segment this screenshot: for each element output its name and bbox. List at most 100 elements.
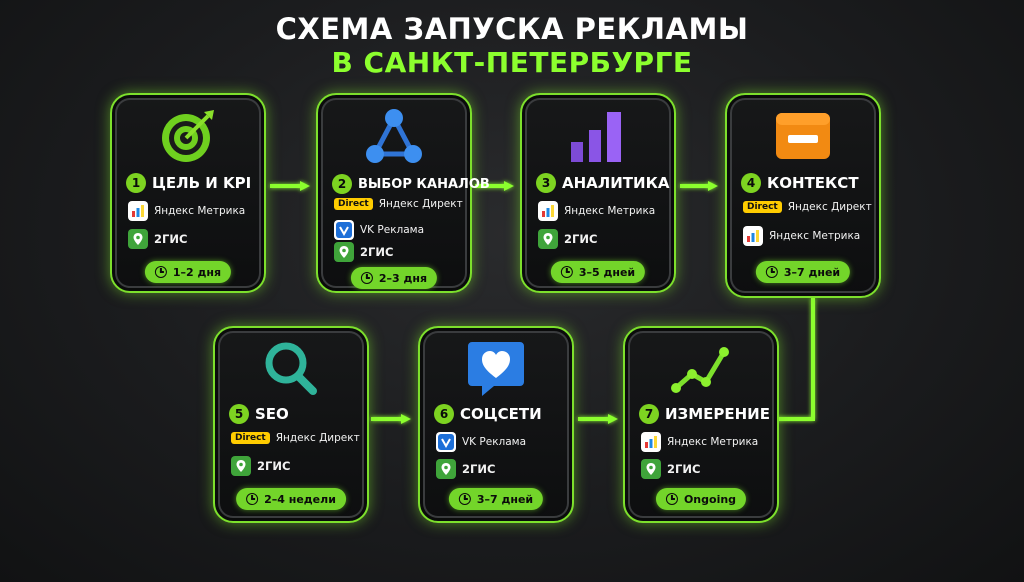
browser-window-icon [727, 105, 879, 167]
clock-icon [665, 493, 678, 505]
step-number: 3 [536, 173, 556, 193]
page-title: СХЕМА ЗАПУСКА РЕКЛАМЫ [275, 12, 749, 46]
duration-badge: 3–7 дней [755, 261, 851, 283]
yandex-direct-icon: Direct [334, 198, 373, 210]
tool-row: Direct Яндекс Директ [743, 201, 872, 213]
tool-label: Яндекс Директ [378, 198, 463, 210]
tool-row: Яндекс Метрика [538, 201, 655, 221]
trend-line-icon [625, 338, 777, 400]
yandex-metrika-icon [128, 201, 148, 221]
tool-label: Яндекс Директ [275, 432, 360, 444]
duration-badge: 1–2 дня [144, 261, 232, 283]
clock-icon [458, 493, 471, 505]
step-card-3: 3 АНАЛИТИКА Яндекс Метрика 2ГИС 3–5 дней [520, 93, 676, 293]
step-number: 5 [229, 404, 249, 424]
yandex-metrika-icon [743, 226, 763, 246]
step-title: СОЦСЕТИ [460, 405, 542, 423]
step-card-7: 7 ИЗМЕРЕНИЕ Яндекс Метрика 2ГИС Ongoing [623, 326, 779, 523]
tool-label: Яндекс Директ [787, 201, 872, 213]
tool-row: Direct Яндекс Директ [231, 432, 360, 444]
tool-row: 2ГИС [538, 229, 597, 249]
tool-row: 2ГИС [436, 459, 495, 479]
page-subtitle: В САНКТ-ПЕТЕРБУРГЕ [331, 46, 693, 79]
vk-ads-icon [334, 220, 354, 240]
heart-chat-icon [420, 338, 572, 400]
tool-row: 2ГИС [231, 456, 290, 476]
tool-row: VK Реклама [334, 220, 424, 240]
clock-icon [246, 493, 259, 505]
duration-badge: 3–5 дней [550, 261, 646, 283]
duration-badge: 2–3 дня [350, 267, 438, 289]
duration-label: 3–7 дней [476, 492, 534, 506]
tool-label: 2ГИС [360, 245, 394, 259]
duration-label: 3–5 дней [578, 265, 636, 279]
magnifier-icon [215, 338, 367, 400]
tool-label: 2ГИС [257, 459, 291, 473]
duration-badge: 2–4 недели [236, 488, 346, 510]
tool-label: VK Реклама [462, 436, 527, 448]
tool-label: Яндекс Метрика [564, 205, 656, 217]
tool-label: 2ГИС [462, 462, 496, 476]
step-number: 4 [741, 173, 761, 193]
step-number: 2 [332, 174, 352, 194]
tool-label: Яндекс Метрика [154, 205, 246, 217]
duration-label: 2–4 недели [264, 492, 336, 506]
step-heading: 1 ЦЕЛЬ И KPI [126, 173, 251, 193]
tool-label: 2ГИС [154, 232, 188, 246]
step-title: SEO [255, 405, 289, 423]
clock-icon [154, 266, 167, 278]
2gis-icon [436, 459, 456, 479]
tool-label: Яндекс Метрика [769, 230, 861, 242]
tool-row: Яндекс Метрика [128, 201, 245, 221]
network-icon [318, 105, 470, 167]
2gis-icon [128, 229, 148, 249]
2gis-icon [641, 459, 661, 479]
step-title: ИЗМЕРЕНИЕ [665, 405, 770, 423]
arrow-4-7 [775, 298, 815, 421]
step-number: 7 [639, 404, 659, 424]
step-card-6: 6 СОЦСЕТИ VK Реклама 2ГИС 3–7 дней [418, 326, 574, 523]
duration-label: 3–7 дней [783, 265, 841, 279]
tool-label: VK Реклама [360, 224, 425, 236]
step-title: ЦЕЛЬ И KPI [152, 174, 252, 192]
yandex-metrika-icon [538, 201, 558, 221]
yandex-metrika-icon [641, 432, 661, 452]
2gis-icon [334, 242, 354, 262]
tool-label: 2ГИС [667, 462, 701, 476]
step-title: АНАЛИТИКА [562, 174, 670, 192]
bar-chart-icon [522, 105, 674, 167]
tool-row: 2ГИС [334, 242, 393, 262]
tool-row: Яндекс Метрика [743, 226, 860, 246]
tool-label: Яндекс Метрика [667, 436, 759, 448]
tool-row: VK Реклама [436, 432, 526, 452]
step-heading: 5 SEO [229, 404, 289, 424]
step-card-5: 5 SEO Direct Яндекс Директ 2ГИС 2–4 неде… [213, 326, 369, 523]
2gis-icon [231, 456, 251, 476]
target-icon [112, 105, 264, 167]
2gis-icon [538, 229, 558, 249]
clock-icon [560, 266, 573, 278]
step-heading: 2 ВЫБОР КАНАЛОВ [332, 174, 490, 194]
duration-badge: 3–7 дней [448, 488, 544, 510]
duration-badge: Ongoing [655, 488, 747, 510]
step-title: ВЫБОР КАНАЛОВ [358, 176, 490, 192]
duration-label: 1–2 дня [172, 265, 222, 279]
tool-row: Яндекс Метрика [641, 432, 758, 452]
step-heading: 6 СОЦСЕТИ [434, 404, 542, 424]
tool-row: 2ГИС [128, 229, 187, 249]
vk-ads-icon [436, 432, 456, 452]
step-title: КОНТЕКСТ [767, 174, 859, 192]
tool-row: 2ГИС [641, 459, 700, 479]
step-heading: 3 АНАЛИТИКА [536, 173, 669, 193]
step-card-1: 1 ЦЕЛЬ И KPI Яндекс Метрика 2ГИС 1–2 дня [110, 93, 266, 293]
yandex-direct-icon: Direct [743, 201, 782, 213]
yandex-direct-icon: Direct [231, 432, 270, 444]
step-card-4: 4 КОНТЕКСТ Direct Яндекс Директ Яндекс М… [725, 93, 881, 298]
step-number: 6 [434, 404, 454, 424]
step-heading: 7 ИЗМЕРЕНИЕ [639, 404, 770, 424]
clock-icon [765, 266, 778, 278]
step-card-2: 2 ВЫБОР КАНАЛОВ Direct Яндекс Директ VK … [316, 93, 490, 293]
step-number: 1 [126, 173, 146, 193]
duration-label: 2–3 дня [378, 271, 428, 285]
